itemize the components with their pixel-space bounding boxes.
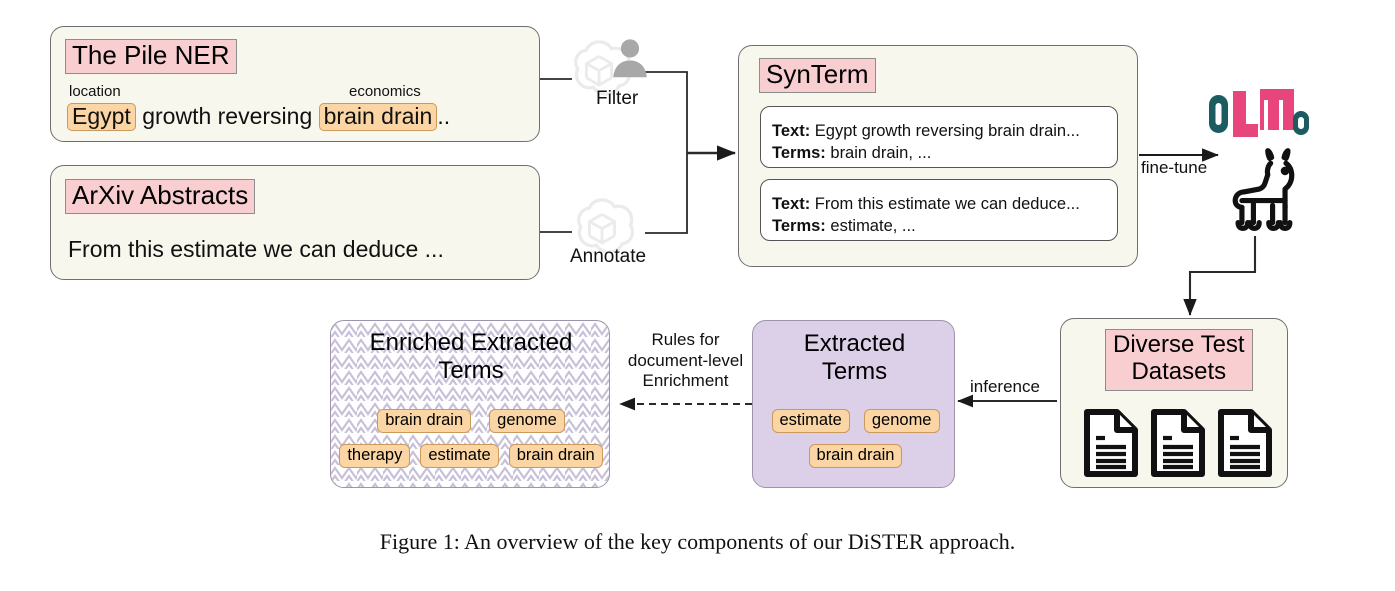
synterm-card: SynTerm Text: Egypt growth reversing bra… xyxy=(738,45,1138,267)
person-icon xyxy=(613,39,647,78)
pile-term-brain-drain: brain drain xyxy=(318,103,438,132)
pile-ner-title-highlight: The Pile NER xyxy=(65,39,237,75)
datasets-title-highlight: Diverse Test Datasets xyxy=(1105,329,1253,391)
synterm-example-1-text-key: Text: xyxy=(772,122,811,140)
inference-edge-label: inference xyxy=(970,377,1040,396)
enriched-terms-card: Enriched Extracted Terms brain drain gen… xyxy=(330,320,610,488)
term-chip: brain drain xyxy=(808,444,903,468)
rules-line-2: document-level xyxy=(627,350,744,370)
pile-term-egypt: Egypt xyxy=(67,103,136,132)
pile-ner-card: The Pile NER location economics Egypt gr… xyxy=(50,26,540,142)
annotate-operation: Annotate xyxy=(560,196,700,267)
synterm-title: SynTerm xyxy=(759,58,876,94)
term-chip: estimate xyxy=(420,444,499,468)
extracted-terms-row-2: brain drain xyxy=(763,444,948,468)
pile-ner-title: The Pile NER xyxy=(65,39,237,75)
synterm-example-1-terms-value: brain drain, ... xyxy=(830,144,932,163)
olmo-model xyxy=(1205,85,1325,240)
extracted-terms-title: Extracted Terms xyxy=(753,330,956,387)
pile-sentence-tail: .. xyxy=(437,103,451,129)
pile-annotation-label-economics: economics xyxy=(349,83,421,100)
synterm-example-1-terms-key: Terms: xyxy=(772,144,826,163)
rules-edge-label: Rules for document-level Enrichment xyxy=(618,330,753,392)
figure-caption: Figure 1: An overview of the key compone… xyxy=(379,529,1016,554)
extracted-terms-title-line1: Extracted xyxy=(803,330,906,357)
datasets-title: Diverse Test Datasets xyxy=(1105,329,1253,391)
openai-logo-icon xyxy=(577,198,635,254)
datasets-title-line1: Diverse Test xyxy=(1113,331,1245,358)
pile-annotation-label-location: location xyxy=(69,83,121,100)
diverse-test-datasets-card: Diverse Test Datasets xyxy=(1060,318,1288,488)
filter-label: Filter xyxy=(596,88,639,109)
enriched-terms-title: Enriched Extracted Terms xyxy=(331,329,609,386)
arxiv-abstracts-card: ArXiv Abstracts From this estimate we ca… xyxy=(50,165,540,280)
document-icon xyxy=(1218,409,1272,477)
olmo-logo-icon xyxy=(1209,89,1309,137)
term-chip: estimate xyxy=(771,409,850,433)
term-chip: genome xyxy=(863,409,940,433)
pile-sentence-middle: growth reversing xyxy=(142,103,313,129)
enriched-terms-row-2: therapy estimate brain drain xyxy=(339,444,603,468)
document-icon xyxy=(1084,409,1138,477)
term-chip: genome xyxy=(489,409,565,433)
term-chip: therapy xyxy=(339,444,411,468)
datasets-title-line2: Datasets xyxy=(1131,357,1227,385)
rules-line-3: Enrichment xyxy=(642,371,729,391)
synterm-example-2-text-key: Text: xyxy=(772,195,811,213)
llama-icon xyxy=(1232,148,1295,231)
enriched-terms-title-line2: Terms xyxy=(438,357,504,385)
synterm-example-2-terms-key: Terms: xyxy=(772,217,826,236)
synterm-example-1-text-value: Egypt growth reversing brain drain... xyxy=(814,122,1080,140)
arxiv-sentence: From this estimate we can deduce ... xyxy=(68,236,444,262)
pile-ner-sentence: Egypt growth reversing brain drain.. xyxy=(67,103,451,132)
document-icon xyxy=(1151,409,1205,477)
rules-line-1: Rules for xyxy=(651,330,720,349)
synterm-example-2-text-value: From this estimate we can deduce... xyxy=(814,195,1080,213)
synterm-example-2-terms-value: estimate, ... xyxy=(830,217,916,236)
arxiv-title: ArXiv Abstracts xyxy=(65,179,256,215)
term-chip: brain drain xyxy=(377,409,472,433)
arxiv-title-highlight: ArXiv Abstracts xyxy=(65,179,256,215)
term-chip: brain drain xyxy=(508,444,603,468)
fine-tune-edge-label: fine-tune xyxy=(1141,158,1208,177)
enriched-terms-title-line1: Enriched Extracted xyxy=(369,329,573,356)
extracted-terms-row-1: estimate genome xyxy=(763,409,948,433)
enriched-terms-row-1: brain drain genome xyxy=(341,409,601,433)
synterm-example-2: Text: From this estimate we can deduce..… xyxy=(760,179,1118,241)
filter-operation: Filter xyxy=(560,38,690,109)
synterm-example-1: Text: Egypt growth reversing brain drain… xyxy=(760,106,1118,168)
extracted-terms-title-line2: Terms xyxy=(821,358,888,386)
extracted-terms-card: Extracted Terms estimate genome brain dr… xyxy=(752,320,955,488)
synterm-title-highlight: SynTerm xyxy=(759,58,876,94)
document-icon-group xyxy=(1083,409,1273,477)
annotate-label: Annotate xyxy=(570,246,647,267)
